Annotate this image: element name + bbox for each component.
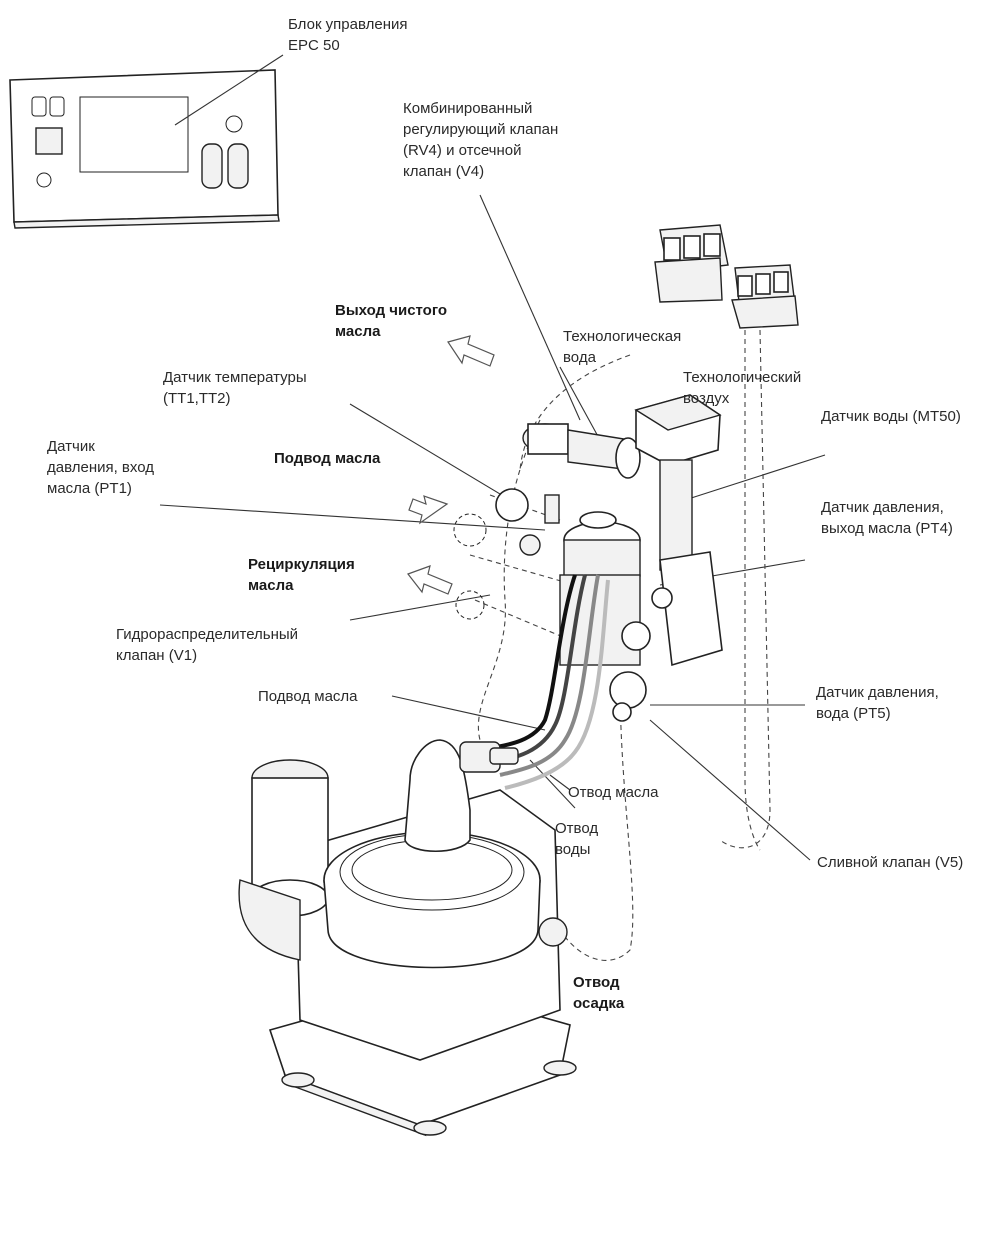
- water-pressure-label: Датчик давления, вода (PT5): [816, 684, 939, 722]
- flow-arrow-icon: [407, 335, 554, 1007]
- water-outlet-label: Отвод воды: [555, 820, 599, 858]
- oil-recirculation-label: Рециркуляция масла: [248, 556, 355, 594]
- oil-outlet-label: Отвод масла: [568, 784, 659, 801]
- clean-oil-out-label: Выход чистого масла: [335, 302, 448, 340]
- oil-outlet-pressure-label: Датчик давления, выход масла (PT4): [821, 499, 953, 537]
- water-sensor-label: Датчик воды (MT50): [821, 408, 961, 425]
- hoses: [489, 574, 610, 790]
- changeover-valve-label: Гидрораспределительный клапан (V1): [116, 626, 299, 664]
- drain-valve-label: Сливной клапан (V5): [817, 854, 964, 871]
- temp-sensor-label: Датчик температуры (TT1,TT2): [163, 369, 307, 407]
- oil-inlet-label: Подвод масла: [274, 450, 381, 467]
- oil-inlet-label-2: Подвод масла: [258, 688, 358, 705]
- solenoid-valve-block-icon: [654, 224, 799, 329]
- valve-assembly-icon: [453, 394, 723, 722]
- process-water-label: Технологическая вода: [563, 328, 682, 366]
- oil-inlet-pressure-label: Датчик давления, вход масла (PT1): [47, 438, 154, 497]
- process-air-label: Технологический воздух: [683, 369, 802, 407]
- centrifugal-separator-icon: [238, 739, 577, 1137]
- combined-valve-label: Комбинированный регулирующий клапан (RV4…: [403, 100, 559, 180]
- control-panel-icon: [9, 69, 280, 229]
- sludge-outlet-label: Отвод осадка: [573, 974, 625, 1012]
- control-unit-label: Блок управления EPC 50: [288, 16, 408, 54]
